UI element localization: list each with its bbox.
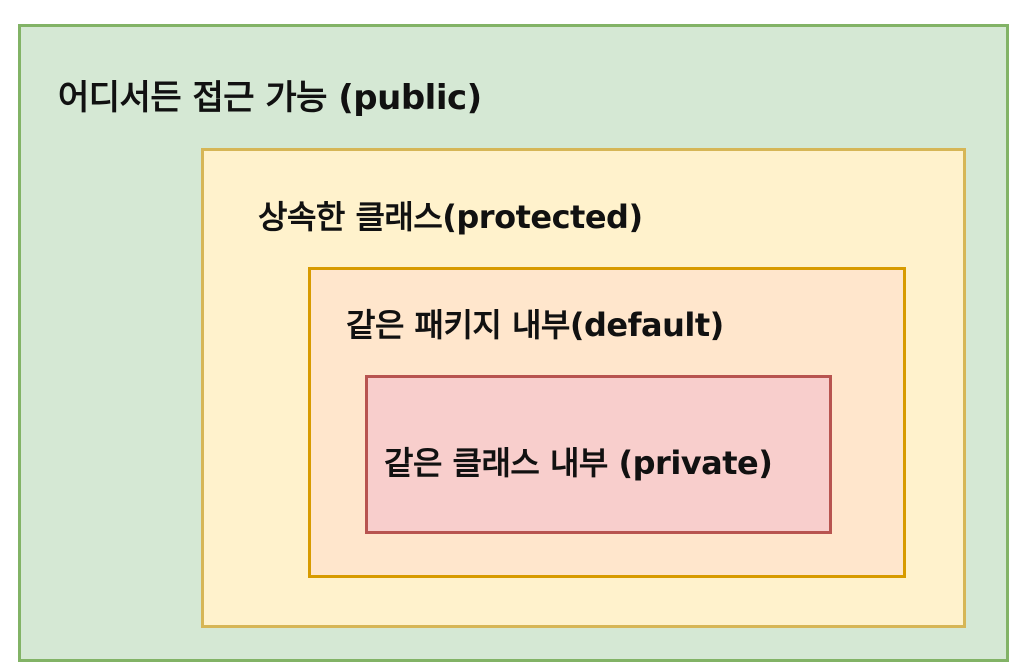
protected-scope-label: 상속한 클래스(protected) <box>258 198 643 236</box>
private-scope-box <box>365 375 832 534</box>
private-scope-label: 같은 클래스 내부 (private) <box>384 444 773 482</box>
default-scope-label: 같은 패키지 내부(default) <box>346 306 724 344</box>
public-scope-label: 어디서든 접근 가능 (public) <box>58 78 482 118</box>
